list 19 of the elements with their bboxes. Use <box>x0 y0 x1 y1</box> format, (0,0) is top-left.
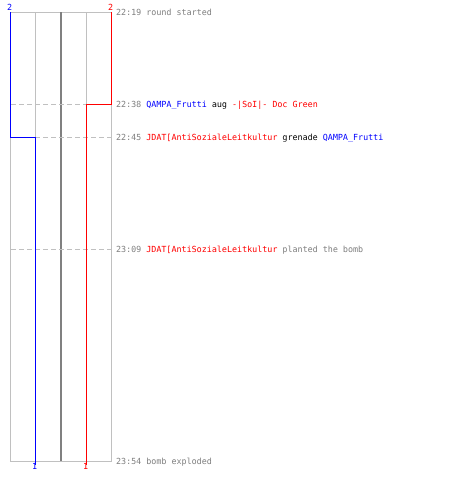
team-count: 1 <box>83 461 88 471</box>
player-name: JDAT[AntiSozialeLeitkultur <box>146 244 278 254</box>
event-text: planted the bomb <box>282 244 364 254</box>
weapon-name: aug <box>212 99 227 109</box>
time-label: 22:45 <box>116 132 142 142</box>
team-count: 1 <box>32 461 38 471</box>
event-text: round started <box>146 7 212 17</box>
time-label: 22:38 <box>116 99 142 109</box>
team-count: 2 <box>108 2 114 12</box>
player-name: JDAT[AntiSozialeLeitkultur <box>146 132 278 142</box>
player-name: QAMPA_Frutti <box>146 99 207 109</box>
team-count: 2 <box>7 2 12 12</box>
weapon-name: grenade <box>282 132 318 142</box>
player-name: QAMPA_Frutti <box>322 132 384 142</box>
event-text: bomb exploded <box>146 456 212 466</box>
time-label: 23:09 <box>116 244 142 254</box>
player-name: -|SoI|- Doc Green <box>232 99 318 109</box>
time-label: 22:19 <box>116 7 142 17</box>
time-label: 23:54 <box>116 456 142 466</box>
